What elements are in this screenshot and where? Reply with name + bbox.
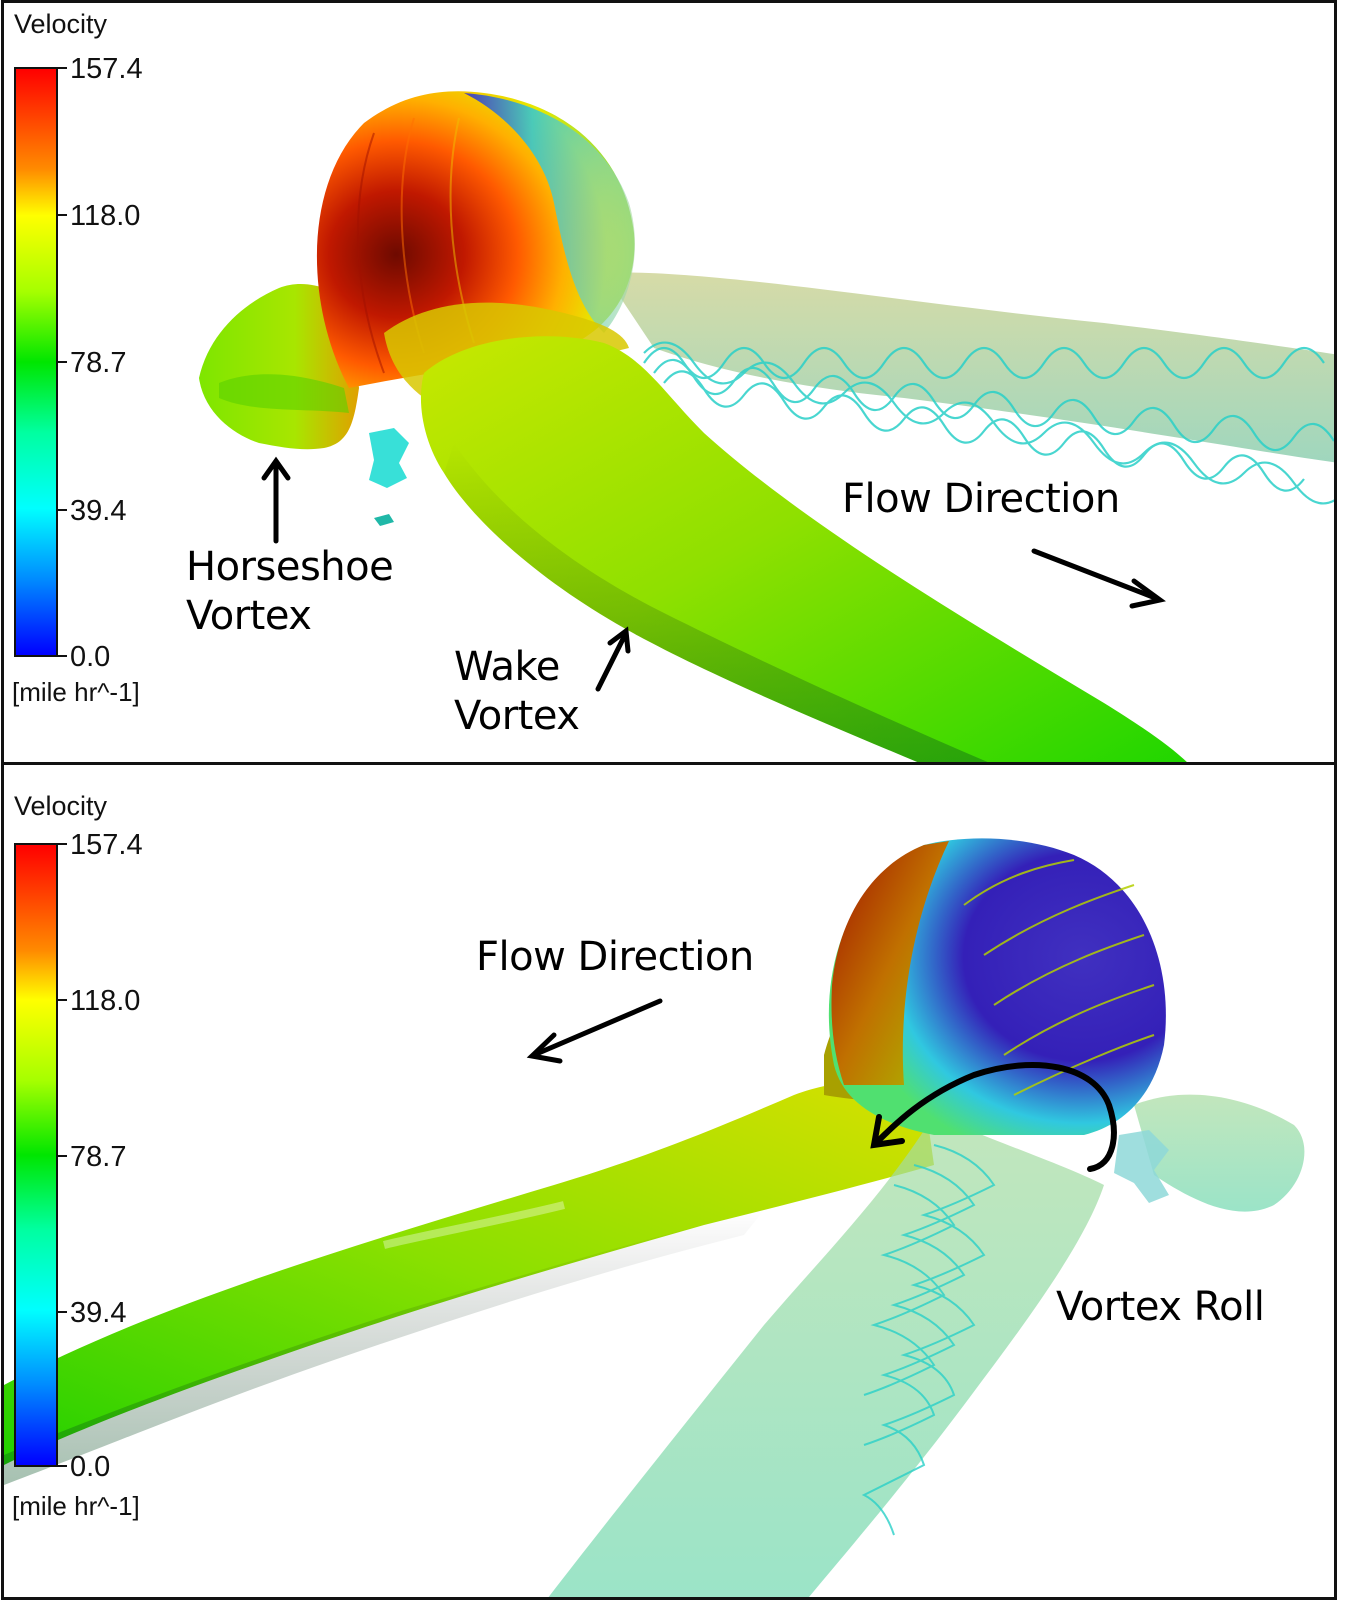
- tick-label-max: 157.4: [70, 53, 143, 85]
- tick-mark: [58, 361, 67, 363]
- tick-mark: [58, 67, 67, 69]
- label-line: Vortex: [186, 592, 312, 639]
- tick-label: 78.7: [70, 1141, 127, 1173]
- tick-label-min: 0.0: [70, 1451, 111, 1483]
- legend-title: Velocity: [14, 791, 108, 821]
- vortex-fragments: [1114, 1130, 1169, 1203]
- tick-mark: [58, 509, 67, 511]
- tick-mark: [58, 843, 67, 845]
- panel-side-view: Velocity 157.4 118.0 78.7 39.4 0.0 [mile…: [1, 762, 1337, 1600]
- colorbar: [14, 843, 58, 1467]
- unit-label: [mile hr^-1]: [12, 1491, 140, 1521]
- helical-streamlines: [861, 1144, 996, 1536]
- tick-label: 118.0: [70, 200, 141, 232]
- vortex-roll-label: Vortex Roll: [1056, 1284, 1265, 1330]
- tick-mark: [58, 655, 67, 657]
- vortex-fragments: [369, 428, 409, 488]
- tick-label: 39.4: [70, 1297, 127, 1329]
- wake-vortex-label: Wake Vortex: [454, 643, 580, 741]
- legend-title: Velocity: [14, 9, 108, 39]
- colorbar: [14, 67, 58, 657]
- tick-mark: [58, 214, 67, 216]
- tick-label: 78.7: [70, 347, 127, 379]
- bluff-body-sphere: [828, 838, 1166, 1135]
- velocity-colorbar-legend: Velocity 157.4 118.0 78.7 39.4 0.0 [mile…: [12, 791, 212, 1581]
- wake-tube-translucent: [604, 272, 1334, 463]
- horseshoe-vortex-translucent: [1134, 1094, 1305, 1212]
- label-line: Vortex: [454, 692, 580, 739]
- tick-mark: [58, 1311, 67, 1313]
- tick-mark: [58, 1155, 67, 1157]
- cfd-scene-bottom: [4, 838, 1305, 1597]
- wake-vortex-surface: [420, 336, 1188, 763]
- tick-label: 39.4: [70, 495, 127, 527]
- tick-label-max: 157.4: [70, 829, 143, 861]
- flow-direction-label: Flow Direction: [476, 934, 754, 980]
- label-line: Horseshoe: [186, 544, 394, 590]
- label-line: Wake: [454, 644, 560, 690]
- tick-mark: [58, 999, 67, 1001]
- flow-direction-label: Flow Direction: [842, 476, 1120, 522]
- tick-label-min: 0.0: [70, 641, 111, 673]
- cfd-scene-top: [199, 91, 1334, 763]
- helical-streamlines: [643, 341, 1334, 505]
- tick-mark: [58, 1465, 67, 1467]
- panel-top-view: Velocity 157.4 118.0 78.7 39.4 0.0 [mile…: [1, 0, 1337, 766]
- unit-label: [mile hr^-1]: [12, 677, 140, 707]
- tick-label: 118.0: [70, 985, 141, 1017]
- horseshoe-vortex-label: Horseshoe Vortex: [186, 543, 394, 641]
- velocity-colorbar-legend: Velocity 157.4 118.0 78.7 39.4 0.0 [mile…: [12, 9, 212, 719]
